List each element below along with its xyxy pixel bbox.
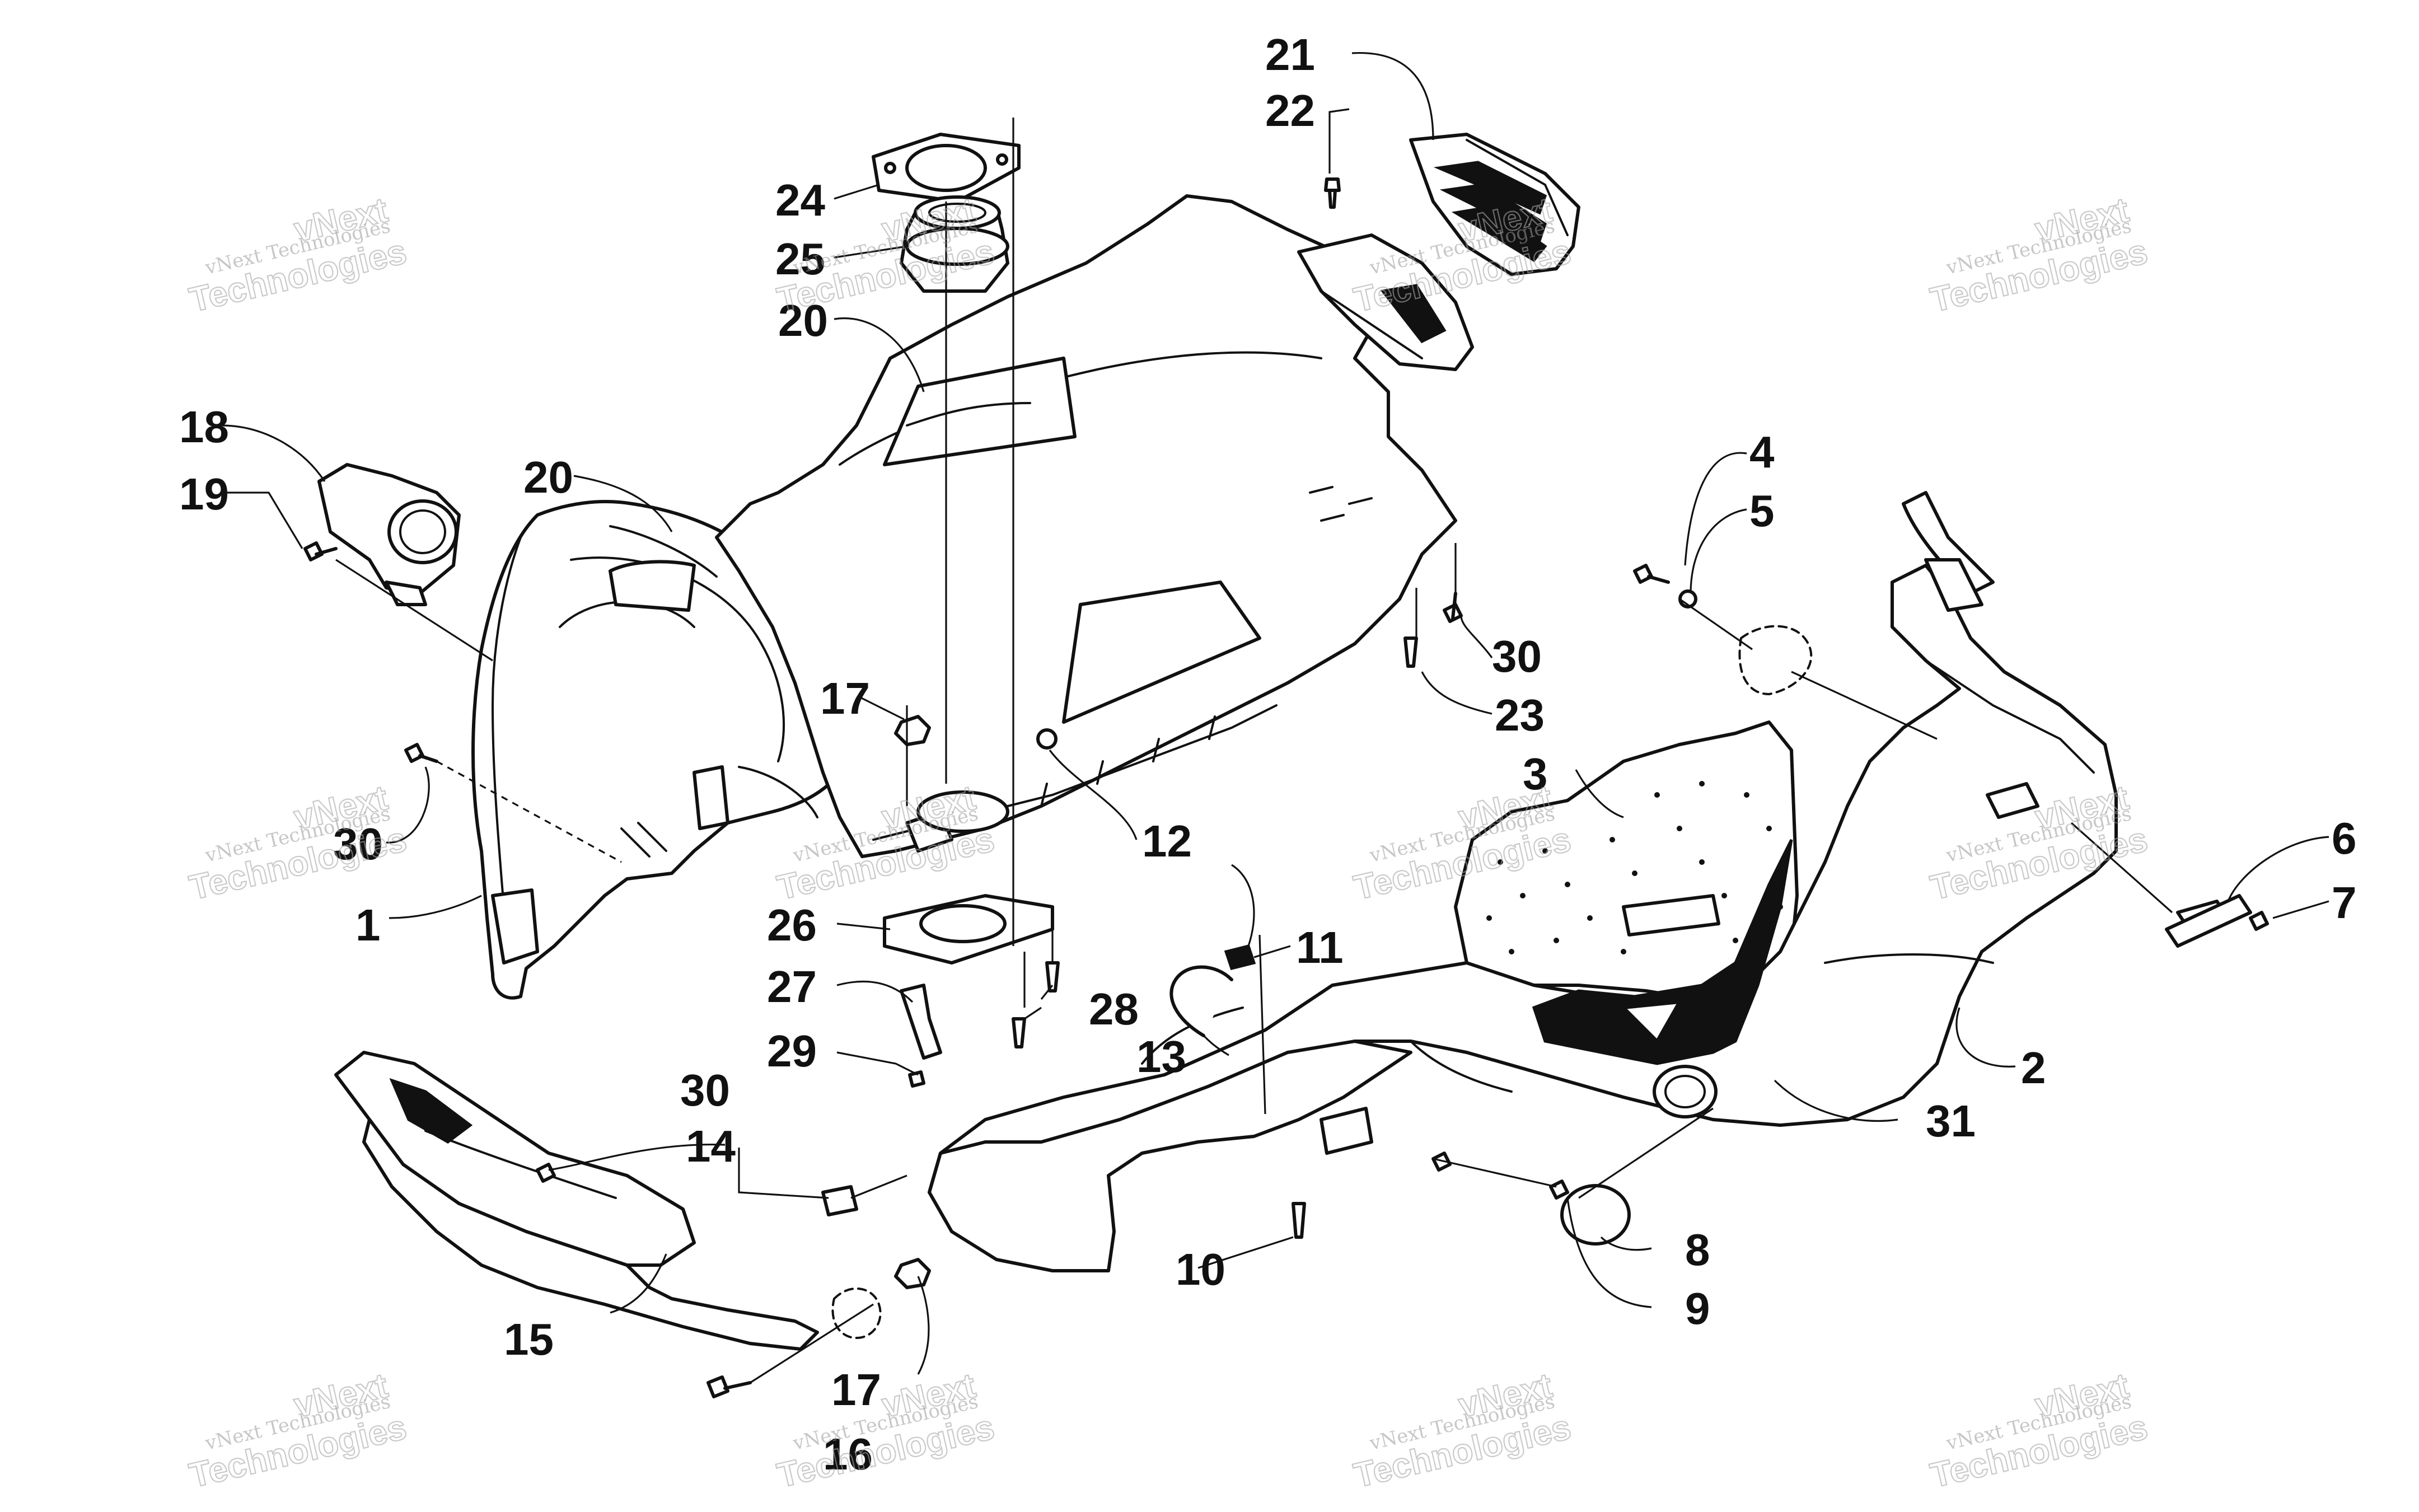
screw-22: [1324, 177, 1341, 209]
callout-label: 20: [778, 296, 828, 345]
callout-label: 16: [823, 1429, 873, 1479]
part-14-clip: [821, 1185, 858, 1216]
part-lower-tunnel: [928, 1007, 1412, 1272]
bolt-30a: [404, 743, 438, 763]
callout-label: 11: [1296, 923, 1344, 972]
callout-label: 22: [1265, 86, 1315, 135]
watermark: vNext Technologies vNext Technologies: [1926, 1366, 2152, 1496]
callout-label: 21: [1265, 30, 1315, 79]
callout-label: 9: [1685, 1284, 1710, 1333]
part-2-lower-body: [928, 491, 2118, 1211]
part-11-clip: [1224, 944, 1256, 970]
rivet-23: [1403, 636, 1418, 668]
part-6-reflector: [2165, 894, 2252, 948]
rivet-28a: [1012, 1017, 1026, 1048]
callout-label: 10: [1176, 1244, 1225, 1294]
callout-label: 8: [1685, 1225, 1710, 1275]
callout-label: 18: [179, 402, 229, 452]
callout-label: 3: [1523, 749, 1548, 799]
fasteners: [303, 177, 2269, 1398]
washer-12: [1036, 728, 1058, 750]
callout-label: 30: [1492, 631, 1542, 681]
callout-label: 19: [179, 469, 229, 519]
callout-label: 1: [355, 900, 381, 950]
part-26-plate: [883, 790, 1054, 965]
rivet-10: [1292, 1202, 1306, 1239]
callout-label: 27: [767, 962, 817, 1012]
part-18-intake-boot: [317, 463, 461, 606]
rivet-28b: [1045, 961, 1060, 993]
bolt-19: [303, 541, 338, 561]
callout-label: 30: [333, 819, 383, 869]
assembly-lines: [335, 118, 2173, 1384]
part-1-left-fender: [471, 500, 841, 1000]
foam-texture: [1486, 781, 1783, 954]
callout-label: 7: [2332, 878, 2357, 928]
part-27-bracket: [900, 984, 942, 1060]
part-15-side-bumper: [334, 1051, 819, 1351]
callout-label: 25: [775, 234, 825, 284]
part-5-washer-area: [1738, 625, 1813, 696]
callout-label: 17: [820, 673, 870, 723]
screw-7: [2249, 911, 2269, 931]
watermark: vNext Technologies vNext Technologies: [1926, 190, 2152, 321]
callout-label: 26: [767, 900, 817, 950]
callout-label: 2: [2021, 1043, 2046, 1093]
watermark: vNext Technologies vNext Technologies: [185, 190, 411, 321]
part-8-grommet: [1653, 1065, 1718, 1118]
part-21-vent-grille: [1409, 133, 1580, 276]
callout-label: 14: [686, 1121, 736, 1171]
callout-label: 12: [1142, 816, 1192, 866]
callout-label: 30: [680, 1065, 730, 1115]
part-20-floor-pan: [715, 194, 1457, 858]
callout-label: 17: [831, 1365, 881, 1415]
watermark: vNext Technologies vNext Technologies: [1350, 1366, 1575, 1496]
nut-17b: [894, 1258, 931, 1289]
callout-label: 24: [775, 175, 825, 225]
part-24-flange-plate: [872, 133, 1021, 203]
callout-label: 6: [2332, 813, 2357, 863]
part-8-cap: [1560, 1184, 1631, 1246]
part-3-foam-pad: [1454, 720, 1799, 1004]
bolt-16: [706, 1375, 752, 1398]
part-25-boot: [900, 195, 1009, 293]
watermark: vNext Technologies vNext Technologies: [185, 1366, 411, 1496]
part-side-duct-right: [1297, 233, 1474, 371]
callout-label: 29: [767, 1026, 817, 1076]
part-13-clamp: [1169, 965, 1233, 1037]
callout-label: 13: [1136, 1032, 1186, 1082]
screw-30c: [536, 1163, 556, 1183]
part-17b-nut-area: [831, 1288, 882, 1340]
leader-lines: [221, 52, 2329, 1375]
bolt-29: [908, 1070, 925, 1088]
screw-9: [1549, 1179, 1569, 1200]
callout-label: 5: [1749, 486, 1775, 536]
callout-label: 31: [1926, 1096, 1976, 1146]
callout-label: 15: [504, 1314, 554, 1364]
callout-label: 23: [1495, 690, 1545, 740]
callout-labels: 1 2 3 4 5 6 7 8 9 10 11 12 13 14 15 16 1…: [179, 30, 2357, 1479]
bolt-4: [1633, 564, 1670, 584]
watermark: vNext Technologies vNext Technologies: [185, 778, 411, 909]
callout-label: 20: [523, 452, 573, 502]
callout-label: 4: [1749, 427, 1775, 477]
callout-label: 28: [1089, 984, 1139, 1034]
nut-17a: [894, 715, 931, 746]
screw-30b: [1443, 592, 1463, 623]
